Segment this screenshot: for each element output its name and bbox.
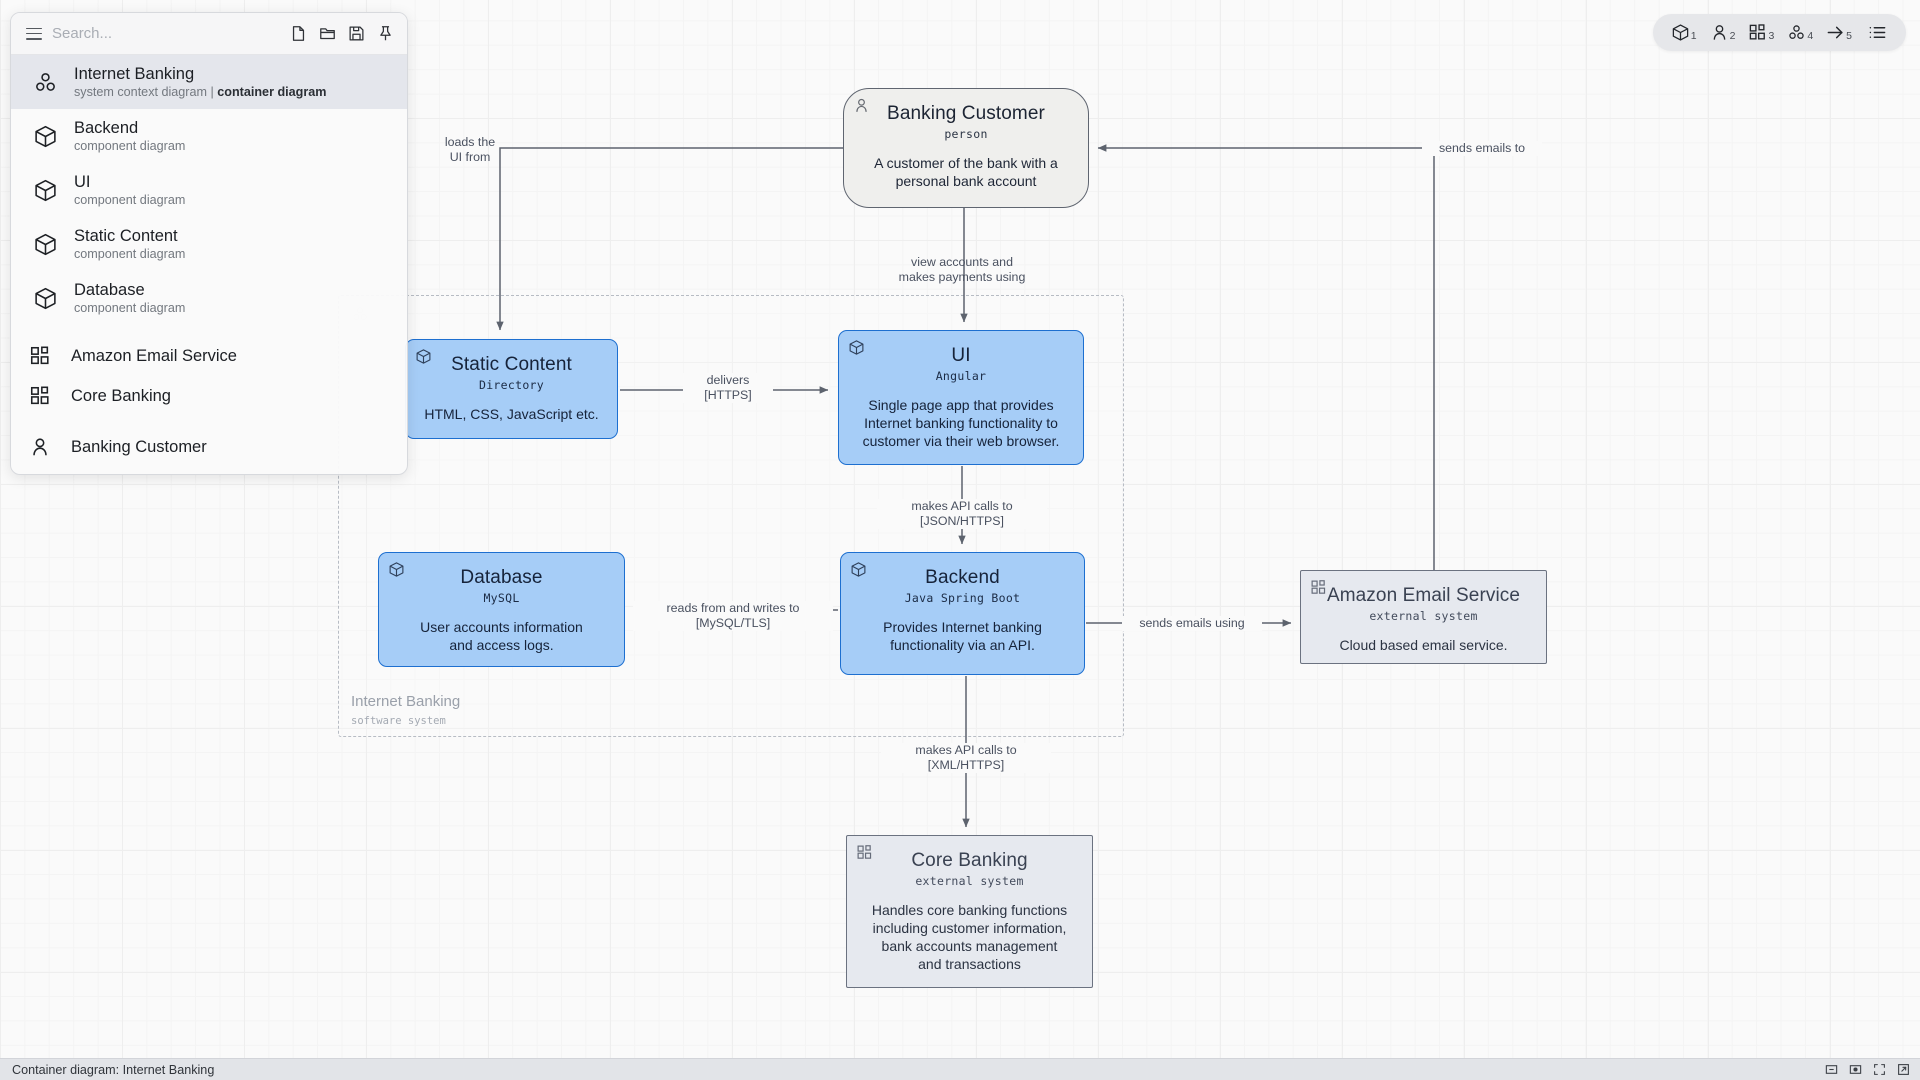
node-ui[interactable]: UI Angular Single page app that provides… — [838, 330, 1084, 465]
node-banking-customer[interactable]: Banking Customer person A customer of th… — [843, 88, 1089, 208]
fit-to-screen-icon[interactable] — [1873, 1063, 1886, 1076]
search-row — [11, 13, 407, 55]
sidebar-item-sublabel: component diagram — [74, 193, 186, 207]
node-database[interactable]: Database MySQL User accounts information… — [378, 552, 625, 667]
zoom-in-icon[interactable] — [1849, 1063, 1862, 1076]
add-system-button[interactable]: 4 — [1782, 21, 1818, 44]
status-bar: Container diagram: Internet Banking — [0, 1058, 1920, 1080]
node-description: Cloud based email service. — [1339, 637, 1508, 653]
node-title: Core Banking — [911, 850, 1028, 871]
node-tech: external system — [915, 874, 1024, 888]
node-title: Static Content — [451, 354, 572, 375]
node-amazon-email-service[interactable]: Amazon Email Service external system Clo… — [1300, 570, 1547, 664]
boundary-label: Internet Banking — [351, 693, 461, 710]
node-description: User accounts information and access log… — [420, 619, 583, 653]
sidebar-item-label: Static Content — [74, 227, 178, 245]
sidebar-item-sublabel: component diagram — [74, 139, 186, 153]
file-actions — [290, 25, 394, 42]
sidebar-item-label: Internet Banking — [74, 65, 195, 83]
node-tech: Angular — [935, 369, 987, 383]
status-text: Container diagram: Internet Banking — [12, 1062, 215, 1077]
node-title: Backend — [925, 567, 1000, 588]
node-tech: MySQL — [483, 591, 520, 605]
sidebar-divider-gap-2 — [11, 416, 407, 427]
container-box-icon — [850, 561, 867, 578]
sidebar-item-internet-banking[interactable]: Internet Banking system context diagram … — [11, 55, 407, 109]
node-tech: external system — [1369, 609, 1478, 623]
node-description: Handles core banking functions including… — [871, 902, 1068, 972]
container-box-icon — [33, 232, 58, 257]
container-box-icon — [33, 286, 58, 311]
node-tech: person — [944, 127, 988, 141]
shortcut-number: 3 — [1768, 30, 1775, 42]
sidebar-item-ui[interactable]: UI component diagram — [11, 163, 407, 217]
node-tech: Directory — [478, 378, 544, 392]
shortcut-number: 4 — [1807, 30, 1814, 42]
edge-customer-static-content — [496, 147, 843, 331]
container-box-icon — [33, 124, 58, 149]
sidebar-item-label: Banking Customer — [71, 438, 207, 456]
shortcut-number: 1 — [1690, 30, 1697, 42]
node-description: A customer of the bank with a personal b… — [874, 155, 1058, 189]
sidebar-item-label: Backend — [74, 119, 139, 137]
person-icon — [29, 436, 51, 458]
node-title: Database — [460, 567, 543, 588]
open-external-icon[interactable] — [1897, 1063, 1910, 1076]
external-system-icon — [1310, 579, 1327, 596]
container-box-icon — [388, 561, 405, 578]
sidebar-item-database[interactable]: Database component diagram — [11, 271, 407, 325]
hamburger-menu-icon[interactable] — [26, 27, 42, 40]
pin-icon[interactable] — [377, 25, 394, 42]
new-file-icon[interactable] — [290, 25, 307, 42]
external-system-icon — [29, 385, 51, 407]
person-icon — [853, 97, 870, 114]
sidebar-item-amazon-email-service[interactable]: Amazon Email Service — [11, 336, 407, 376]
save-icon[interactable] — [348, 25, 365, 42]
node-tech: Java Spring Boot — [904, 591, 1021, 605]
diagram-list-panel[interactable]: Internet Banking system context diagram … — [10, 12, 408, 475]
node-description: HTML, CSS, JavaScript etc. — [424, 406, 599, 422]
palette-toolbar[interactable]: 1 2 3 4 5 — [1652, 14, 1906, 51]
system-icon — [33, 70, 58, 95]
zoom-controls — [1825, 1063, 1910, 1076]
add-relationship-button[interactable]: 5 — [1821, 21, 1857, 44]
search-input[interactable] — [52, 25, 280, 42]
node-description: Provides Internet banking functionality … — [883, 619, 1042, 653]
open-folder-icon[interactable] — [319, 25, 336, 42]
add-container-button[interactable]: 1 — [1666, 21, 1702, 44]
sidebar-item-label: Amazon Email Service — [71, 347, 237, 365]
node-backend[interactable]: Backend Java Spring Boot Provides Intern… — [840, 552, 1085, 675]
external-system-icon — [29, 345, 51, 367]
sidebar-item-sublabel: component diagram — [74, 301, 186, 315]
node-core-banking[interactable]: Core Banking external system Handles cor… — [846, 835, 1093, 988]
sidebar-item-sublabel: component diagram — [74, 247, 186, 261]
sidebar-item-backend[interactable]: Backend component diagram — [11, 109, 407, 163]
sidebar-item-core-banking[interactable]: Core Banking — [11, 376, 407, 416]
sidebar-item-label: UI — [74, 173, 91, 191]
external-system-icon — [856, 844, 873, 861]
node-title: Banking Customer — [887, 103, 1045, 124]
edge-amazon-email-customer — [1097, 144, 1435, 570]
container-box-icon — [415, 348, 432, 365]
container-box-icon — [33, 178, 58, 203]
add-external-system-button[interactable]: 3 — [1743, 21, 1779, 44]
node-description: Single page app that provides Internet b… — [862, 397, 1060, 449]
sidebar-item-banking-customer[interactable]: Banking Customer — [11, 427, 407, 474]
sidebar-item-label: Core Banking — [71, 387, 171, 405]
add-person-button[interactable]: 2 — [1705, 21, 1741, 44]
sidebar-item-sublabel: system context diagram | container diagr… — [74, 85, 327, 99]
boundary-tech: software system — [351, 715, 446, 727]
node-title: UI — [951, 345, 971, 366]
sidebar-divider-gap — [11, 325, 407, 336]
sidebar-item-static-content[interactable]: Static Content component diagram — [11, 217, 407, 271]
container-box-icon — [848, 339, 865, 356]
node-static-content[interactable]: Static Content Directory HTML, CSS, Java… — [405, 339, 618, 439]
node-title: Amazon Email Service — [1326, 585, 1521, 606]
zoom-out-icon[interactable] — [1825, 1063, 1838, 1076]
shortcut-number: 2 — [1729, 30, 1736, 42]
list-menu-button[interactable] — [1860, 21, 1893, 44]
sidebar-item-label: Database — [74, 281, 145, 299]
shortcut-number: 5 — [1846, 30, 1852, 42]
